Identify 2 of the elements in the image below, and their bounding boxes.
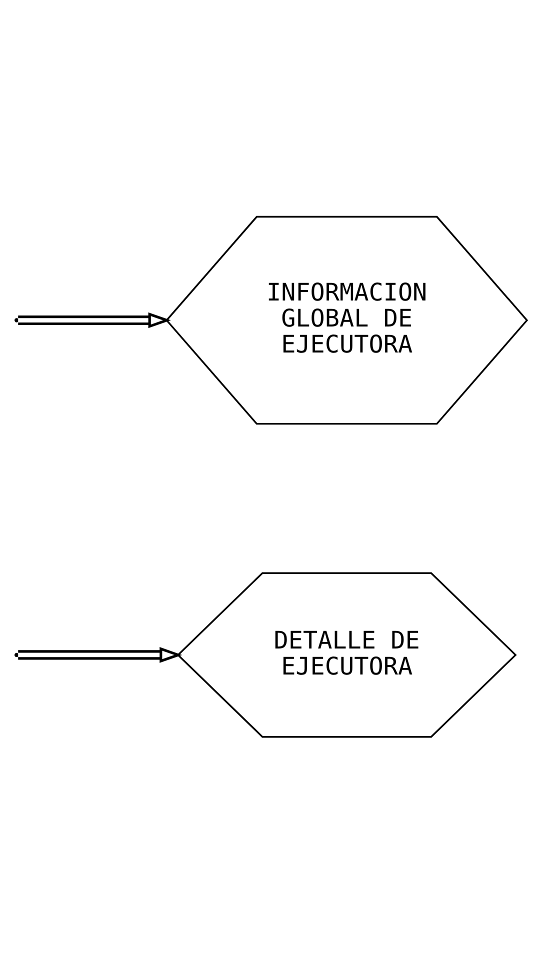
arrow <box>18 312 171 328</box>
arrow <box>18 647 182 663</box>
